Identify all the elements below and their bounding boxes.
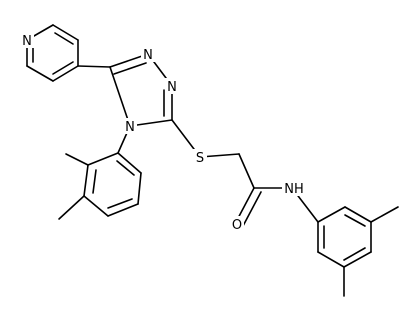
triazole-n2-label: N — [167, 80, 177, 95]
bond — [92, 169, 97, 194]
bond — [116, 160, 135, 176]
pyridine-nitrogen-label: N — [22, 34, 32, 49]
bond — [52, 61, 74, 75]
triazole-n4: N — [123, 118, 137, 135]
bond — [26, 65, 54, 82]
carbonyl-oxygen-label: O — [232, 218, 242, 233]
carbonyl-oxygen: O — [230, 216, 244, 233]
triazole-n2: N — [165, 78, 179, 95]
bond — [370, 206, 399, 223]
triazole-n1: N — [141, 46, 155, 63]
amide-nh-label: NH — [284, 182, 304, 197]
bond — [65, 153, 89, 166]
thioether-sulfur: S — [193, 149, 207, 166]
bond — [344, 214, 366, 227]
bond — [117, 152, 142, 174]
bond — [113, 62, 147, 75]
bond — [317, 206, 346, 223]
bond — [54, 32, 74, 45]
thioether-sulfur-label: S — [196, 151, 204, 166]
bond — [52, 65, 79, 82]
bond — [242, 191, 262, 227]
bond — [238, 153, 255, 189]
pyridine-nitrogen: N — [20, 32, 34, 49]
bond — [83, 195, 109, 217]
bonds — [26, 24, 399, 297]
bond — [343, 247, 366, 261]
bond — [52, 24, 79, 41]
amide-nh: NH — [282, 180, 306, 197]
bond — [107, 203, 139, 217]
bond — [83, 164, 89, 197]
bond — [344, 206, 372, 223]
bond — [317, 251, 345, 268]
atom-labels: N N N N S O NH — [20, 32, 306, 233]
bond — [343, 251, 372, 268]
bond — [77, 65, 111, 68]
bond — [109, 66, 131, 127]
bond — [87, 152, 119, 166]
bond — [107, 198, 133, 209]
bond — [58, 195, 85, 220]
bond — [137, 172, 142, 205]
triazole-n4-label: N — [125, 120, 135, 135]
triazole-n1-label: N — [143, 48, 153, 63]
